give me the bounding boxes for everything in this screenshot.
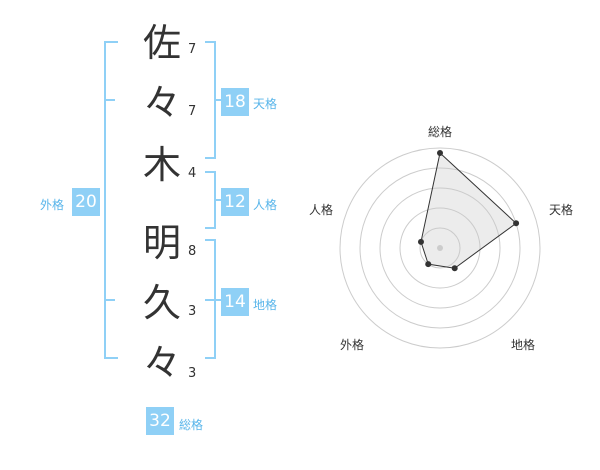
radar-label-chikaku: 地格: [511, 338, 536, 352]
radar-ring: [419, 227, 461, 269]
stroke-count-5: 3: [188, 304, 197, 319]
stroke-count-6: 3: [188, 366, 197, 381]
jinkaku-value: 12: [221, 188, 249, 216]
chikaku-value: 14: [221, 288, 249, 316]
stroke-count-2: 7: [188, 104, 197, 119]
tenkaku-value: 18: [221, 88, 249, 116]
radar-label-gaikaku: 外格: [340, 338, 365, 352]
radar-label-tenkaku: 天格: [549, 203, 574, 217]
gaikaku-label: 外格: [40, 198, 65, 212]
stroke-count-3: 4: [188, 166, 197, 181]
radar-point-gaikaku: [425, 261, 432, 268]
name-char-2: 々: [142, 81, 181, 125]
name-char-3: 木: [142, 143, 181, 187]
radar-ring: [339, 147, 541, 349]
radar-label-jinkaku: 人格: [309, 203, 334, 217]
radar-ring: [399, 207, 481, 289]
radar-point-jinkaku: [417, 238, 424, 245]
name-char-6: 々: [142, 341, 181, 385]
name-char-1: 佐: [142, 21, 181, 65]
soukaku-value: 32: [146, 407, 174, 435]
radar-point-tenkaku: [513, 220, 520, 227]
chikaku-label: 地格: [253, 298, 278, 312]
name-char-4: 明: [142, 221, 181, 265]
radar-center: [437, 245, 443, 251]
radar-ring: [359, 167, 521, 329]
stroke-count-1: 7: [188, 42, 197, 57]
radar-ring: [379, 187, 501, 309]
tenkaku-label: 天格: [253, 97, 278, 111]
jinkaku-label: 人格: [253, 198, 278, 212]
soukaku-label: 総格: [179, 418, 204, 432]
name-char-5: 久: [142, 281, 181, 325]
stroke-count-4: 8: [188, 244, 197, 259]
radar-point-soukaku: [437, 150, 443, 156]
radar-label-soukaku: 総格: [428, 125, 453, 139]
radar-polygon: [420, 152, 517, 269]
gaikaku-value: 20: [72, 188, 100, 216]
radar-point-chikaku: [451, 265, 458, 272]
